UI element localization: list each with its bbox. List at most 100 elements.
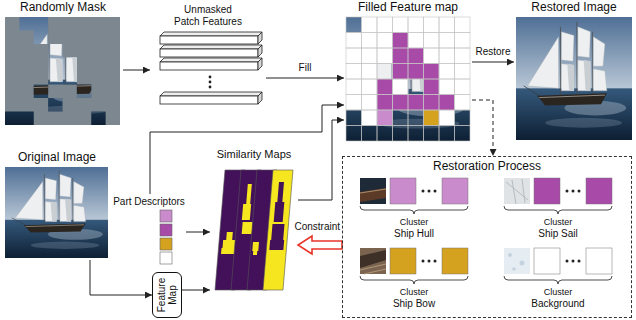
cluster-label: Cluster <box>400 287 429 298</box>
feature-stack <box>160 96 258 104</box>
cluster-background <box>566 260 569 263</box>
grid-line <box>455 33 471 49</box>
cluster-bow <box>360 248 386 274</box>
feature-cell <box>424 79 440 95</box>
grid-line <box>408 48 424 64</box>
grid-line <box>377 48 393 64</box>
descriptor-squares <box>160 238 172 250</box>
feature-cell <box>393 33 409 49</box>
grid-line <box>439 95 455 111</box>
cluster-hull <box>360 206 468 214</box>
restored-image <box>516 17 632 140</box>
node-label: Filled Feature map <box>358 0 458 14</box>
masked-image-box: Randomly Mask <box>3 0 123 127</box>
cluster-hull <box>360 178 386 204</box>
grid-line <box>377 33 393 49</box>
node-label: Feature Map <box>156 275 178 315</box>
cluster-background <box>508 253 512 257</box>
connector <box>150 105 344 194</box>
image-patch <box>346 17 470 141</box>
cluster-hull <box>428 190 431 193</box>
grid-line <box>439 64 455 80</box>
cluster-background <box>572 260 575 263</box>
grid-line <box>346 110 362 126</box>
grid-line <box>377 95 393 111</box>
node-label: Original Image <box>18 150 96 164</box>
grid-line <box>362 17 378 33</box>
grid-line <box>346 33 362 49</box>
part-name: Background <box>531 298 584 310</box>
similarity-map <box>221 248 235 254</box>
grid-line <box>377 17 393 33</box>
feature-stack <box>160 45 262 49</box>
grid-line <box>455 126 471 142</box>
cluster-background <box>586 248 612 274</box>
grid-line <box>455 110 471 126</box>
cluster-sail <box>534 178 560 204</box>
cluster-hull <box>360 189 386 193</box>
grid-line <box>393 48 409 64</box>
similarity-map <box>263 170 293 290</box>
feature-cell <box>408 95 424 111</box>
cluster-sail <box>504 178 530 204</box>
feature-cell <box>455 33 471 49</box>
feature-cell <box>439 110 455 126</box>
cluster-sail <box>586 178 612 204</box>
restoration-box: Restoration Process <box>342 156 632 318</box>
grid-line <box>377 126 393 142</box>
filled-map-box: Filled Feature map <box>344 0 472 142</box>
cluster-background <box>520 261 525 266</box>
connector <box>472 62 514 63</box>
node-label: Randomly Mask <box>20 0 106 14</box>
ellipsis-dots <box>209 86 212 89</box>
cluster-sail <box>572 190 575 193</box>
feature-cell <box>393 95 409 111</box>
node-label: Restoration Process <box>433 159 541 173</box>
similarity-map <box>274 202 285 222</box>
cluster-background <box>534 248 560 274</box>
feature-cell <box>455 48 471 64</box>
connector <box>90 260 152 295</box>
part-descriptor-box: Part Descriptors <box>112 194 186 266</box>
feature-cell <box>362 95 378 111</box>
cluster-background <box>504 248 612 284</box>
grid-line <box>408 64 424 80</box>
feature-cell <box>377 79 393 95</box>
cluster-bow <box>360 264 386 274</box>
grid-line <box>424 79 440 95</box>
feature-stack <box>258 92 262 104</box>
grid-line <box>393 33 409 49</box>
grid-line <box>424 110 440 126</box>
cluster-hull <box>442 178 468 204</box>
feature-cell <box>362 110 378 126</box>
feature-cell <box>362 48 378 64</box>
feature-stack <box>160 36 258 44</box>
similarity-map-box: Similarity Maps <box>210 148 298 294</box>
grid-line <box>455 17 471 33</box>
feature-cell <box>424 48 440 64</box>
cluster-label: Cluster <box>544 287 573 298</box>
original-image <box>5 167 108 258</box>
grid-line <box>377 64 393 80</box>
grid-line <box>408 79 424 95</box>
part-name: Ship Sail <box>538 228 577 240</box>
cluster-background <box>504 248 530 274</box>
grid-line <box>393 110 409 126</box>
part-name: Ship Hull <box>394 228 434 240</box>
grid-line <box>362 95 378 111</box>
feature-stack <box>160 49 258 57</box>
feature-cell <box>439 33 455 49</box>
cluster-bow <box>442 248 468 274</box>
cluster-bow <box>428 260 431 263</box>
grid-line <box>377 79 393 95</box>
original-image-box: Original Image <box>3 150 111 260</box>
node-label: Restored Image <box>531 0 616 14</box>
connector <box>472 100 493 156</box>
ellipsis-dots <box>209 76 212 79</box>
grid-line <box>439 48 455 64</box>
connector <box>186 232 210 233</box>
grid-line <box>408 95 424 111</box>
part-name: Ship Bow <box>393 298 435 310</box>
grid-line <box>393 17 409 33</box>
cluster-hull <box>360 188 386 202</box>
